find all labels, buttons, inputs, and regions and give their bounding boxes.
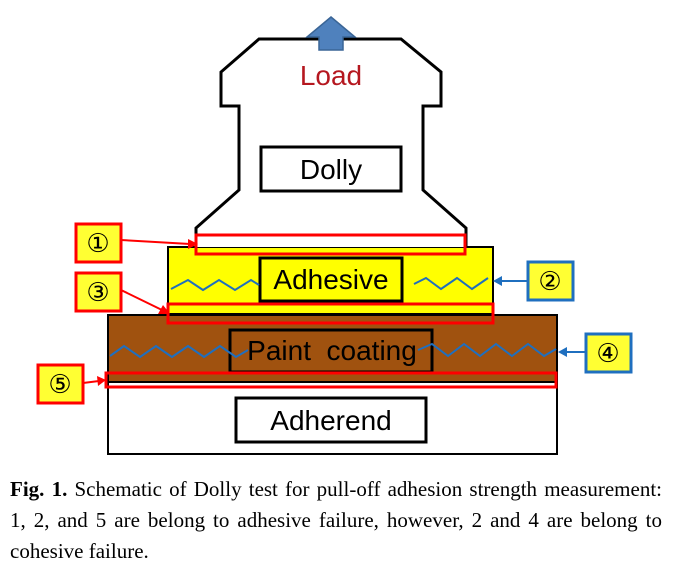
callout-2-arrowhead [493,276,502,286]
caption-text: Schematic of Dolly test for pull-off adh… [10,477,662,563]
caption-label: Fig. 1. [10,477,68,501]
callout-3-label: ③ [86,277,109,307]
callout-3-arrow [120,289,163,311]
callout-1-label: ① [86,228,109,258]
load-label: Load [300,60,362,91]
adhesive-label-box [258,256,404,303]
callout-4-box [584,332,633,374]
adhesive-label: Adhesive [273,264,388,295]
callout-2-box [526,260,575,302]
dolly-label: Dolly [300,154,362,185]
callout-5-arrow [82,380,100,384]
dolly-label-box [259,145,403,193]
adherend-label: Adherend [270,405,391,436]
callout-5-box [36,363,85,405]
callout-5-label: ⑤ [48,369,71,399]
callout-1-arrow [120,239,191,245]
callout-1-box [74,222,123,264]
paint-coating-label: Paint coating [247,335,417,366]
adherend-label-box [234,396,428,444]
callout-3-box [74,271,123,313]
callout-3-arrowhead [158,305,170,314]
paint-cohesive-wave-right [417,342,557,358]
callout-4-label: ④ [596,338,619,368]
callout-2-label: ② [538,266,561,296]
load-arrow-icon [304,16,358,51]
adhesive-cohesive-wave-right [413,276,489,291]
adhesive-cohesive-wave-left [170,278,260,292]
callout-1-arrowhead [188,239,198,249]
paint-cohesive-wave-left [109,344,249,359]
figure-caption: Fig. 1. Schematic of Dolly test for pull… [10,474,662,567]
callout-4-arrowhead [558,347,567,357]
callout-5-arrowhead [97,376,106,386]
